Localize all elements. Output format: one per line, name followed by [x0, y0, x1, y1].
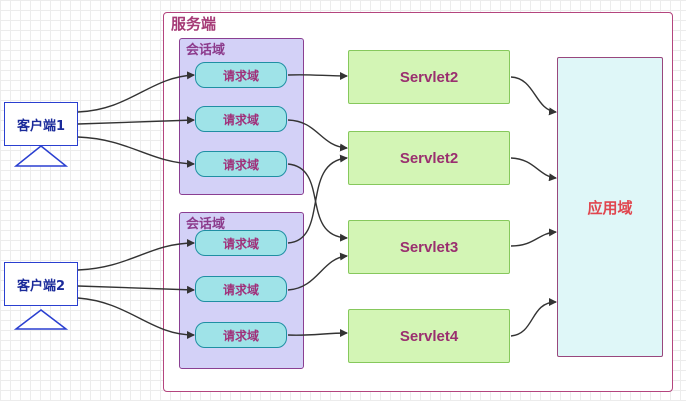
arrow-request5-servlet3: [287, 252, 348, 291]
request-box-4: 请求域: [195, 230, 287, 256]
servlet-box-4: Servlet4: [348, 309, 510, 363]
arrow-client1-request2: [77, 116, 195, 125]
request-box-3: 请求域: [195, 151, 287, 177]
client-2-stand-icon: [13, 309, 69, 330]
request-box-6: 请求域: [195, 322, 287, 348]
server-title: 服务端: [171, 15, 217, 33]
arrow-servlet4-app: [510, 298, 557, 337]
session-title-2: 会话域: [186, 217, 226, 232]
arrow-client2-request6: [77, 297, 195, 339]
request-box-1: 请求域: [195, 62, 287, 88]
client-box-1: 客户端1: [4, 102, 78, 146]
arrow-client1-request1: [77, 71, 195, 113]
session-title-1: 会话域: [186, 43, 226, 58]
servlet-box-1: Servlet2: [348, 50, 510, 104]
arrow-client1-request3: [77, 136, 195, 168]
arrow-request1-servlet1: [287, 71, 348, 80]
request-box-5: 请求域: [195, 276, 287, 302]
arrow-servlet1-app: [510, 76, 557, 116]
servlet-box-3: Servlet3: [348, 220, 510, 274]
client-1-stand-icon: [13, 145, 69, 167]
arrow-client2-request4: [77, 239, 195, 271]
arrow-servlet3-app: [510, 228, 557, 247]
arrow-request6-servlet4: [287, 329, 348, 338]
servlet-box-2: Servlet2: [348, 131, 510, 185]
arrow-request3-servlet3: [287, 163, 348, 242]
arrow-request2-servlet2: [287, 119, 348, 152]
arrow-request4-servlet2: [287, 154, 348, 244]
arrow-servlet2-app: [510, 157, 557, 182]
request-box-2: 请求域: [195, 106, 287, 132]
application-domain-box: 应用域: [557, 57, 663, 357]
arrow-client2-request5: [77, 285, 195, 294]
client-box-2: 客户端2: [4, 262, 78, 306]
